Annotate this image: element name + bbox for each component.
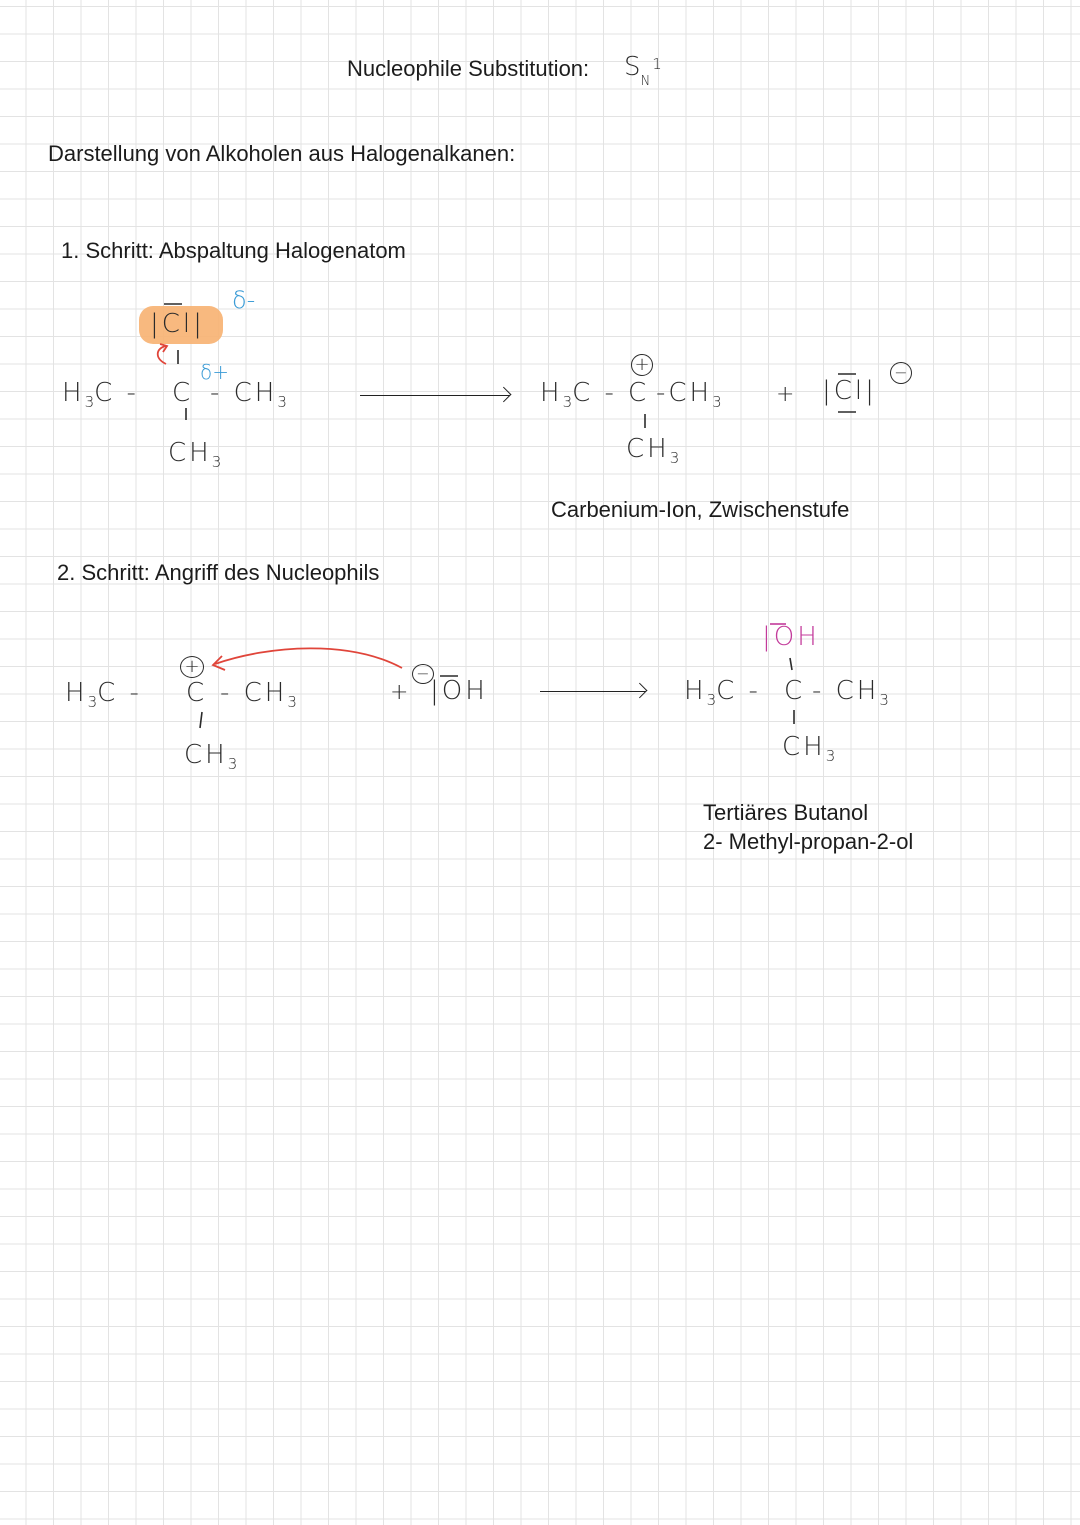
c-bond: C - [94, 378, 139, 408]
chlorine-group: |Cl| [150, 309, 205, 339]
hydroxide-charge: − [412, 664, 434, 684]
plus-sign-1: + [776, 382, 795, 407]
h-sub: 3 [87, 693, 98, 711]
h-label: H [684, 676, 707, 706]
bond-reactant2 [199, 711, 203, 729]
h-label: H [65, 678, 88, 708]
reaction-arrow-2 [540, 691, 646, 692]
c-bond: C - [97, 678, 142, 708]
ch-sub: 3 [227, 755, 238, 773]
reactant1-right-group: - CH3 [210, 378, 287, 411]
sn1-n: N [640, 74, 651, 89]
sn1-s: S [624, 52, 641, 82]
chlorine-highlight [139, 306, 223, 344]
h-sub: 3 [706, 691, 717, 709]
ch-label: - CH [812, 676, 880, 706]
chloride-ion: |Cl| [822, 376, 877, 406]
sn1-symbol: SN1 [624, 52, 662, 89]
hydroxide-ion: |OH [430, 676, 488, 706]
arrowhead-2 [211, 655, 226, 671]
reactant2-left-group: H3C - [65, 678, 142, 711]
product2-bottom-group: CH3 [782, 732, 835, 765]
delta-minus: δ- [232, 286, 256, 314]
ch-sub: 3 [287, 693, 297, 711]
sn1-one: 1 [652, 55, 662, 73]
ch-sub: 3 [669, 449, 680, 467]
carbenium-caption: Carbenium-Ion, Zwischenstufe [551, 497, 850, 522]
step1-heading: 1. Schritt: Abspaltung Halogenatom [61, 238, 406, 263]
electron-shift-arrow-1 [156, 345, 167, 365]
reactant1-left-group: H3C - [62, 378, 139, 411]
reactant2-center-carbon: C [186, 678, 208, 708]
page-title: Nucleophile Substitution: [347, 56, 589, 82]
ch-label: CH [168, 438, 212, 468]
ch-sub: 3 [712, 393, 722, 411]
ch-label: CH [782, 732, 826, 762]
plus-sign-2: + [390, 680, 409, 705]
c-bond: C - [572, 378, 617, 408]
h-sub: 3 [562, 393, 573, 411]
reactant1-center-carbon: C [172, 378, 194, 408]
reactant2-bottom-group: CH3 [184, 740, 237, 773]
product-name: Tertiäres Butanol [703, 800, 869, 825]
ch-sub: 3 [277, 393, 287, 411]
product1-center-carbon: C [628, 378, 650, 408]
c-bond: C - [716, 676, 761, 706]
product2-center-carbon: C [784, 676, 806, 706]
reactant2-right-group: - CH3 [220, 678, 297, 711]
nucleophile-attack-arrow [214, 647, 403, 669]
step2-heading: 2. Schritt: Angriff des Nucleophils [57, 560, 380, 585]
ch-label: CH [626, 434, 670, 464]
product2-right-group: - CH3 [812, 676, 889, 709]
product-hydroxyl-group: |OH [762, 622, 820, 652]
h-sub: 3 [84, 393, 95, 411]
title-text: Nucleophile Substitution: [347, 56, 590, 81]
ch-sub: 3 [879, 691, 889, 709]
product1-left-group: H3C - [540, 378, 617, 411]
product1-bottom-group: CH3 [626, 434, 679, 467]
product2-left-group: H3C - [684, 676, 761, 709]
carbocation-charge: + [180, 656, 204, 678]
bond-c-oh [789, 657, 793, 671]
ch-label: - CH [220, 678, 288, 708]
reactant1-bottom-group: CH3 [168, 438, 221, 471]
h-label: H [62, 378, 85, 408]
product-iupac-name: 2- Methyl-propan-2-ol [703, 829, 914, 854]
h-label: H [540, 378, 563, 408]
chloride-charge: − [890, 362, 912, 384]
delta-plus: δ+ [200, 360, 229, 384]
ch-sub: 3 [211, 453, 222, 471]
product1-right-group: -CH3 [656, 378, 722, 411]
subtitle: Darstellung von Alkoholen aus Halogenalk… [48, 141, 516, 166]
ch-label: - CH [210, 378, 278, 408]
ch-label: CH [184, 740, 228, 770]
ch-sub: 3 [825, 747, 836, 765]
reaction-arrow-1 [360, 395, 510, 396]
arrowhead-1 [159, 343, 169, 353]
carbenium-charge: + [631, 354, 653, 376]
ch-label: -CH [656, 378, 713, 408]
